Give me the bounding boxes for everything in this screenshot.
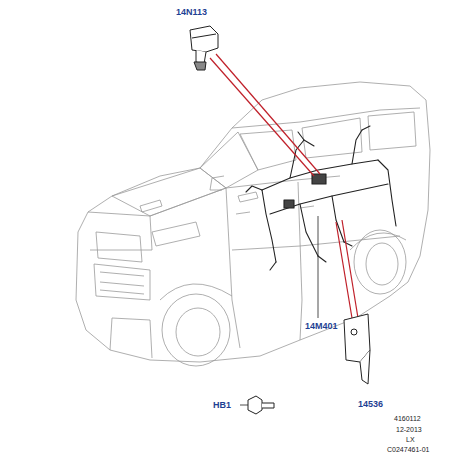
date-code: 12-2013 <box>396 426 422 433</box>
callout-number: HB1 <box>213 401 231 410</box>
callout-number: 14536 <box>358 400 383 409</box>
model-code: LX <box>406 436 415 443</box>
illustration-number: 4160112 <box>394 415 421 422</box>
callout-number: 14N113 <box>176 8 207 17</box>
callout-number: 14M401 <box>305 322 338 331</box>
drawing-number: C0247461-01 <box>387 446 429 453</box>
